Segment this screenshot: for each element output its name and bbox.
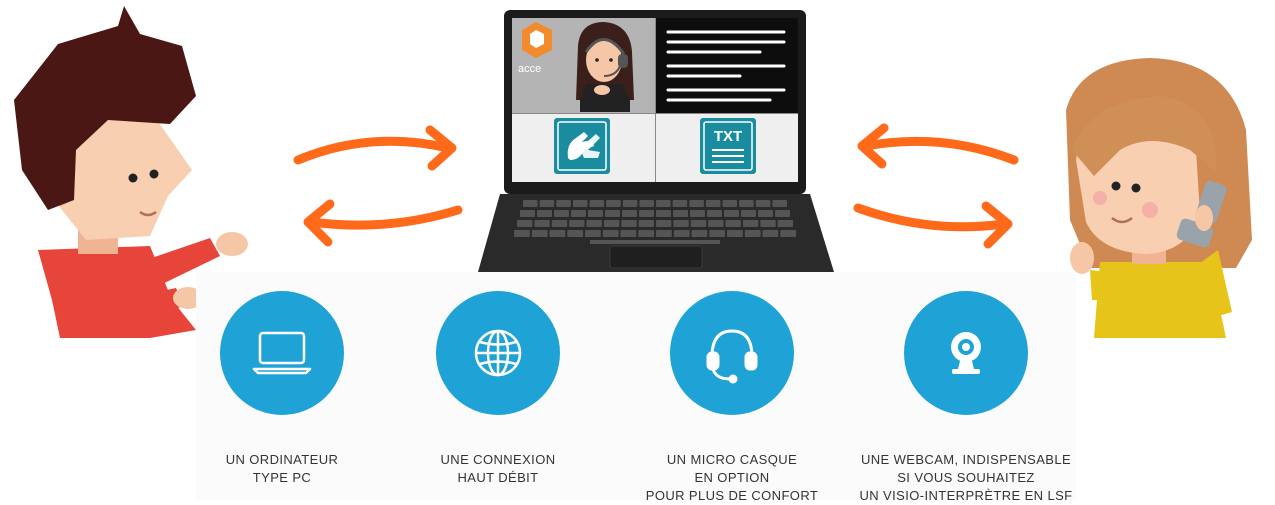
keyboard-key: [760, 220, 776, 227]
keyboard-key: [539, 200, 555, 207]
keyboard-key: [673, 210, 688, 217]
keyboard-key: [585, 230, 601, 237]
keyboard-key: [622, 210, 637, 217]
keyboard-key: [656, 200, 671, 207]
keyboard-key: [742, 220, 759, 227]
keyboard-key: [656, 230, 672, 237]
keyboard-key: [638, 220, 654, 227]
keyboard-key: [571, 210, 586, 217]
keyboard-key: [523, 200, 538, 207]
laptop-illustration: acce: [478, 10, 834, 272]
keyboard-key: [689, 200, 704, 207]
requirement-computer-label: UN ORDINATEUR TYPE PC: [225, 452, 339, 485]
keyboard-key: [739, 200, 754, 207]
requirement-connection-label: UNE CONNEXION HAUT DÉBIT: [440, 452, 556, 485]
keyboard-key: [517, 220, 533, 227]
keyboard-key: [727, 230, 743, 237]
keyboard-key: [691, 230, 708, 237]
keyboard-key: [589, 200, 605, 207]
keyboard-key: [673, 230, 690, 237]
keyboard-key: [620, 230, 637, 237]
keyboard-key: [744, 230, 761, 237]
keyboard-key: [639, 210, 654, 217]
keyboard-key: [554, 210, 569, 217]
keyboard-key: [708, 220, 724, 227]
sign-language-icon: [554, 118, 610, 174]
globe-icon: [436, 291, 560, 415]
keyboard-key: [777, 220, 793, 227]
requirement-webcam-label: UNE WEBCAM, INDISPENSABLE SI VOUS SOUHAI…: [859, 452, 1073, 503]
keyboard: [514, 200, 797, 244]
keyboard-key: [656, 220, 672, 227]
laptop-icon: [220, 291, 344, 415]
keyboard-key: [772, 200, 787, 207]
deaf-user-illustration: [14, 6, 248, 338]
trackpad: [609, 245, 703, 269]
keyboard-spacebar: [590, 240, 720, 244]
keyboard-key: [722, 200, 738, 207]
keyboard-key: [755, 200, 771, 207]
keyboard-key: [780, 230, 797, 237]
interpreter-illustration: [576, 22, 634, 112]
keyboard-key: [534, 220, 550, 227]
keyboard-key: [520, 210, 535, 217]
keyboard-key: [606, 200, 621, 207]
keyboard-key: [605, 210, 620, 217]
keyboard-key: [690, 210, 705, 217]
requirement-headset-label: UN MICRO CASQUE EN OPTION POUR PLUS DE C…: [645, 452, 819, 503]
requirement-webcam: UNE WEBCAM, INDISPENSABLE SI VOUS SOUHAI…: [836, 291, 1096, 505]
text-transcription-icon: TXT: [700, 118, 756, 174]
webcam-icon: [904, 291, 1028, 415]
keyboard-key: [603, 220, 620, 227]
requirement-computer: UN ORDINATEUR TYPE PC: [162, 291, 402, 487]
keyboard-key: [514, 230, 530, 237]
exchange-arrows: [293, 123, 1019, 249]
keyboard-key: [758, 210, 773, 217]
requirement-headset: UN MICRO CASQUE EN OPTION POUR PLUS DE C…: [612, 291, 852, 505]
acce-logo-icon: [522, 22, 552, 58]
keyboard-key: [588, 210, 603, 217]
keyboard-key: [638, 230, 655, 237]
hearing-user-illustration: [1066, 58, 1252, 338]
keyboard-key: [724, 210, 739, 217]
keyboard-key: [586, 220, 602, 227]
keyboard-key: [775, 210, 790, 217]
requirement-connection: UNE CONNEXION HAUT DÉBIT: [378, 291, 618, 487]
keyboard-key: [572, 200, 588, 207]
acce-logo-text: acce: [518, 63, 541, 75]
keyboard-key: [551, 220, 568, 227]
keyboard-key: [549, 230, 566, 237]
keyboard-key: [531, 230, 548, 237]
keyboard-key: [741, 210, 756, 217]
keyboard-key: [639, 200, 654, 207]
keyboard-key: [622, 200, 638, 207]
keyboard-key: [621, 220, 637, 227]
txt-badge-label: TXT: [714, 128, 742, 145]
keyboard-key: [656, 210, 671, 217]
keyboard-key: [569, 220, 585, 227]
keyboard-key: [556, 200, 571, 207]
keyboard-key: [725, 220, 741, 227]
keyboard-key: [705, 200, 721, 207]
keyboard-key: [673, 220, 689, 227]
keyboard-key: [762, 230, 779, 237]
chat-text-lines: [666, 30, 786, 102]
keyboard-key: [690, 220, 707, 227]
keyboard-key: [707, 210, 722, 217]
keyboard-key: [672, 200, 688, 207]
keyboard-key: [602, 230, 619, 237]
keyboard-key: [567, 230, 584, 237]
headset-icon: [670, 291, 794, 415]
keyboard-key: [709, 230, 726, 237]
keyboard-key: [537, 210, 552, 217]
